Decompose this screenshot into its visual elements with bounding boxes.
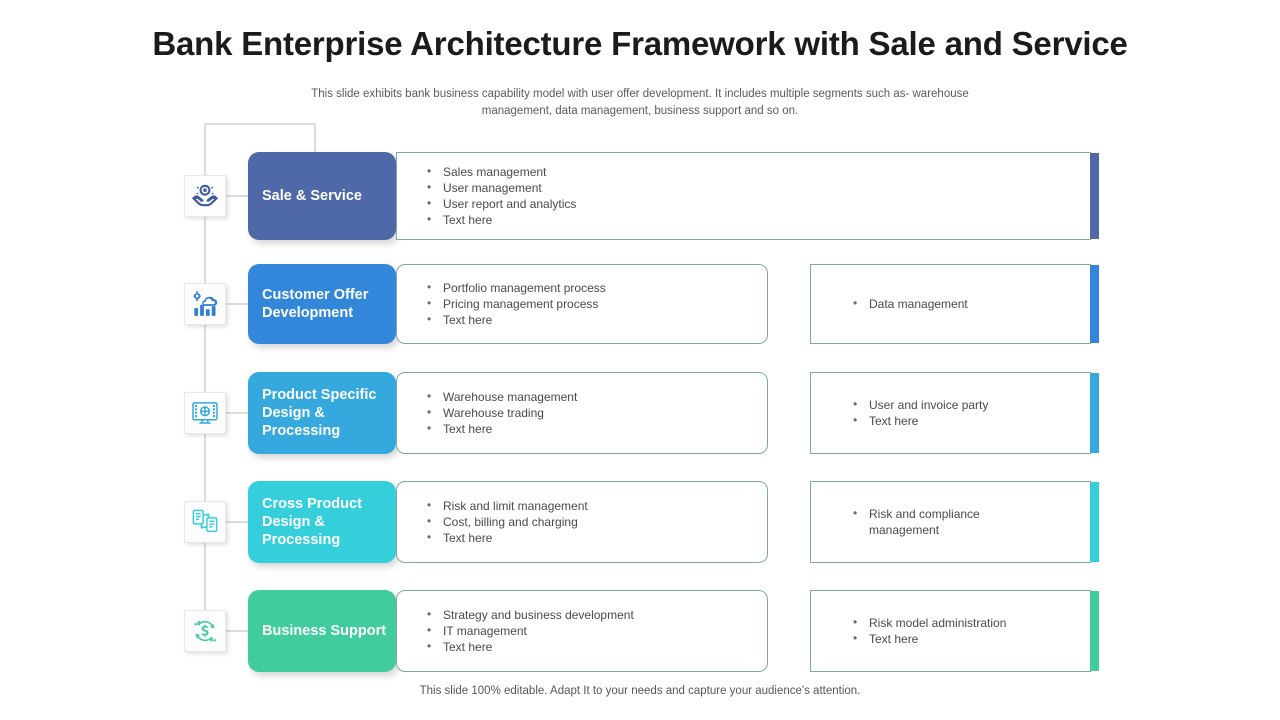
bullet-list: Portfolio management process Pricing man…: [397, 279, 606, 328]
list-item: Text here: [427, 311, 606, 328]
accent-edge-bar: [1090, 265, 1099, 343]
bullet-list: Warehouse management Warehouse trading T…: [397, 388, 577, 437]
label-text: Sale & Service: [262, 188, 362, 204]
list-item: User and invoice party: [853, 396, 988, 413]
bullet-list: Strategy and business development IT man…: [397, 606, 634, 655]
side-content-risk-model-administration: Risk model administration Text here: [810, 590, 1099, 672]
list-item: Text here: [427, 638, 634, 655]
list-item: Portfolio management process: [427, 279, 606, 296]
label-text: Business Support: [262, 623, 387, 639]
content-product-specific-design-processing: Warehouse management Warehouse trading T…: [396, 372, 768, 454]
side-content-data-management: Data management: [810, 264, 1099, 344]
list-item: Text here: [853, 412, 988, 429]
list-item: Risk and limit management: [427, 497, 588, 514]
list-item: Strategy and business development: [427, 606, 634, 623]
list-item: Risk and compliance management: [853, 505, 1019, 538]
bullet-list: Sales management User management User re…: [397, 163, 576, 228]
label-text: Product Specific Design & Processing: [262, 387, 377, 439]
slide-footer-note: This slide 100% editable. Adapt It to yo…: [419, 685, 861, 697]
list-item: Sales management: [427, 163, 576, 180]
list-item: Warehouse trading: [427, 404, 577, 421]
monitor-screen-icon: [184, 392, 226, 434]
list-item: Text here: [427, 529, 588, 546]
list-item: Risk model administration: [853, 614, 1006, 631]
accent-edge-bar: [1090, 153, 1099, 239]
list-item: Data management: [853, 295, 968, 312]
accent-edge-bar: [1090, 482, 1099, 562]
list-item: User management: [427, 179, 576, 196]
content-cross-product-design-processing: Risk and limit management Cost, billing …: [396, 481, 768, 563]
accent-edge-bar: [1090, 373, 1099, 453]
list-item: Text here: [427, 211, 576, 228]
label-cross-product-design-processing[interactable]: Cross Product Design & Processing: [248, 481, 396, 563]
content-business-support: Strategy and business development IT man…: [396, 590, 768, 672]
page-title: Bank Enterprise Architecture Framework w…: [152, 25, 1128, 62]
content-sale-service: Sales management User management User re…: [396, 152, 1099, 240]
list-item: Pricing management process: [427, 295, 606, 312]
page-subtitle: This slide exhibits bank business capabi…: [311, 88, 969, 117]
bullet-list: Risk and limit management Cost, billing …: [397, 497, 588, 546]
accent-edge-bar: [1090, 591, 1099, 671]
list-item: Warehouse management: [427, 388, 577, 405]
side-content-user-invoice-party: User and invoice party Text here: [810, 372, 1099, 454]
bullet-list: Risk and compliance management: [811, 505, 1019, 538]
hands-gear-icon: [184, 175, 226, 217]
label-text: Customer Offer Development: [262, 287, 369, 321]
list-item: Text here: [427, 420, 577, 437]
label-business-support[interactable]: Business Support: [248, 590, 396, 672]
label-text: Cross Product Design & Processing: [262, 496, 362, 548]
list-item: Text here: [853, 630, 1006, 647]
linked-documents-icon: [184, 501, 226, 543]
label-customer-offer-development[interactable]: Customer Offer Development: [248, 264, 396, 344]
label-sale-service[interactable]: Sale & Service: [248, 152, 396, 240]
bullet-list: Data management: [811, 295, 968, 312]
content-customer-offer-development: Portfolio management process Pricing man…: [396, 264, 768, 344]
dollar-recycle-icon: [184, 610, 226, 652]
list-item: Cost, billing and charging: [427, 513, 588, 530]
bullet-list: Risk model administration Text here: [811, 614, 1006, 647]
label-product-specific-design-processing[interactable]: Product Specific Design & Processing: [248, 372, 396, 454]
list-item: IT management: [427, 622, 634, 639]
bullet-list: User and invoice party Text here: [811, 396, 988, 429]
bar-chart-growth-icon: [184, 283, 226, 325]
side-content-risk-compliance-management: Risk and compliance management: [810, 481, 1099, 563]
list-item: User report and analytics: [427, 195, 576, 212]
